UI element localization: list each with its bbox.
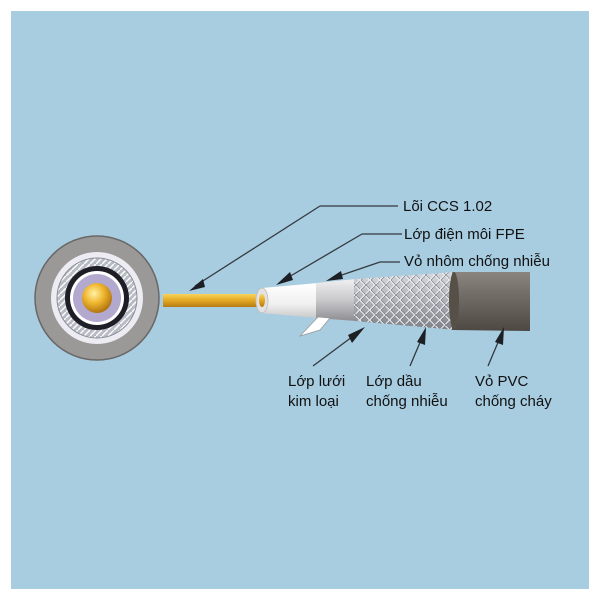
label-ccs-core: Lõi CCS 1.02 [403,198,493,215]
foil-flap [298,316,331,337]
cable-side-view [163,272,530,337]
cable-cross-section [34,235,160,361]
pvc-jacket-layer [452,272,530,331]
label-aluminum-foil: Vỏ nhôm chống nhiễu [404,253,550,270]
leader-lines [189,205,504,367]
copper-core [163,294,263,307]
label-shield-oil: Lớp dầu chống nhiễu [366,373,448,410]
aluminum-foil-layer [316,279,356,321]
label-pvc-jacket: Vỏ PVC chống cháy [475,373,552,410]
label-metal-mesh: Lớp lưới kim loại [288,373,346,410]
label-fpe-dielectric: Lớp điện môi FPE [404,226,525,243]
dielectric-layer [262,283,318,318]
